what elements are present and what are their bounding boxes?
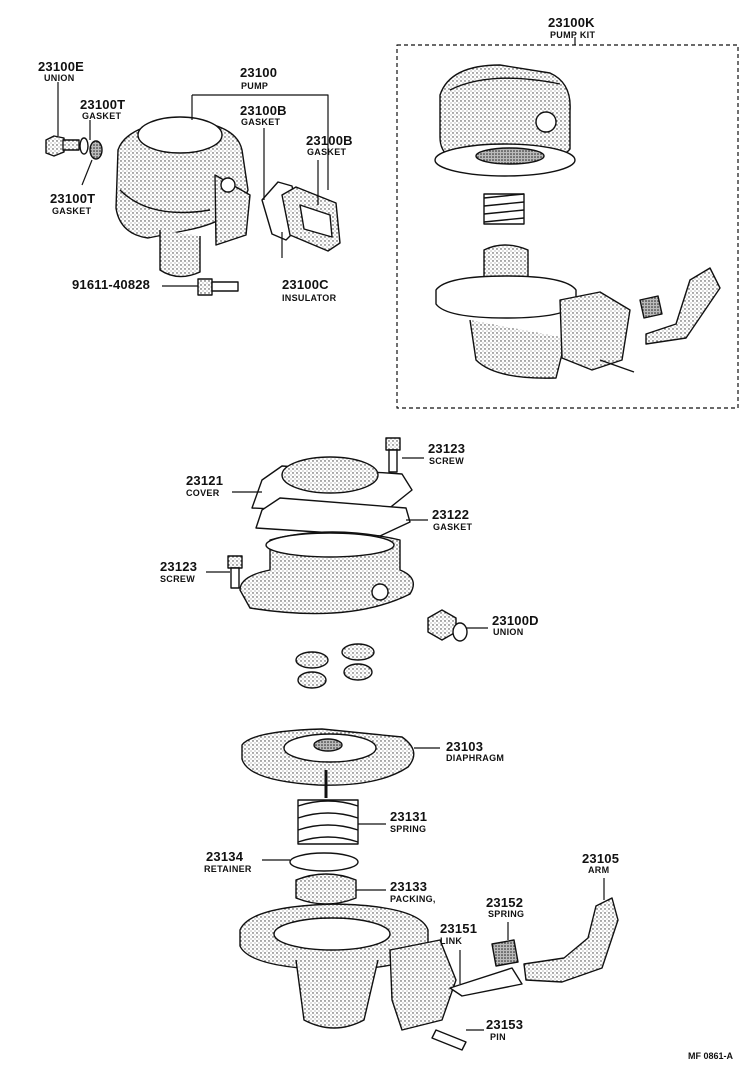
part-name-screw-a: SCREW [429,456,464,466]
part-number-23100C: 23100C [282,277,329,292]
bolt-91611-drawing [197,278,239,296]
part-number-91611-40828: 91611-40828 [72,277,151,292]
part-name-pin: PIN [490,1032,506,1042]
pin-23153-drawing [431,1029,467,1051]
pump-body-drawing [115,116,251,278]
part-name-union-e: UNION [44,73,75,83]
pump-assembly-drawing [45,116,341,296]
part-number-23100E: 23100E [38,59,85,74]
screw-23123-b-drawing [227,555,243,589]
leader-lines-top-left [57,82,329,287]
gasket-23100T-a-drawing [79,137,89,155]
part-name-gasket-23122: GASKET [433,522,473,532]
part-number-23105: 23105 [582,851,620,866]
screw-23123-a-drawing [385,437,401,473]
union-23100D-drawing [427,609,468,642]
part-number-23123-b: 23123 [160,559,198,574]
part-number-23100: 23100 [240,65,278,80]
part-number-23133: 23133 [390,879,428,894]
part-name-spring-23152: SPRING [488,909,525,919]
part-number-23100T-b: 23100T [50,191,96,206]
arm-23105-drawing [523,897,619,983]
part-name-gasket-t-a: GASKET [82,111,122,121]
part-name-retainer: RETAINER [204,864,252,874]
spring-23152-drawing [491,939,519,967]
part-name-packing: PACKING, [390,894,436,904]
part-number-23134: 23134 [206,849,244,864]
spring-23131-drawing [297,770,359,845]
part-name-pump: PUMP [241,81,269,91]
part-number-23100B-b: 23100B [306,133,353,148]
lower-body-drawing [239,903,457,1031]
part-name-diaphragm: DIAPHRAGM [446,753,505,763]
gasket-23100T-b-drawing [89,140,103,160]
insulator-23100C-drawing [299,204,333,238]
pump-kit-frame [396,44,739,409]
part-number-23153: 23153 [486,1017,524,1032]
part-name-gasket-b-a: GASKET [241,117,281,127]
part-number-23151: 23151 [440,921,478,936]
drawing-reference-code: MF 0861-A [688,1051,734,1061]
upper-body-drawing [239,531,414,615]
gasket-23122-drawing [255,497,411,537]
part-number-23100B-a: 23100B [240,103,287,118]
part-name-gasket-b-b: GASKET [307,147,347,157]
packing-23133-drawing [295,873,357,905]
link-23151-drawing [449,967,523,997]
retainer-23134-drawing [289,852,359,872]
pump-kit-drawing [434,64,721,379]
part-name-arm: ARM [588,865,610,875]
part-number-23100K: 23100K [548,15,595,30]
part-number-23122: 23122 [432,507,470,522]
part-number-23123-a: 23123 [428,441,466,456]
part-number-23103: 23103 [446,739,484,754]
part-number-23100D: 23100D [492,613,539,628]
part-number-23131: 23131 [390,809,428,824]
part-name-union-d: UNION [493,627,524,637]
part-name-insulator: INSULATOR [282,293,337,303]
part-number-23152: 23152 [486,895,524,910]
union-23100E-drawing [45,135,80,157]
part-name-spring-23131: SPRING [390,824,427,834]
part-name-screw-b: SCREW [160,574,195,584]
part-name-cover: COVER [186,488,220,498]
part-name-gasket-t-b: GASKET [52,206,92,216]
diaphragm-23103-drawing [241,728,415,786]
valves-drawing [295,643,375,689]
part-number-23121: 23121 [186,473,224,488]
part-name-pump-kit: PUMP KIT [550,30,596,40]
part-name-link: LINK [440,936,463,946]
part-number-23100T-a: 23100T [80,97,126,112]
